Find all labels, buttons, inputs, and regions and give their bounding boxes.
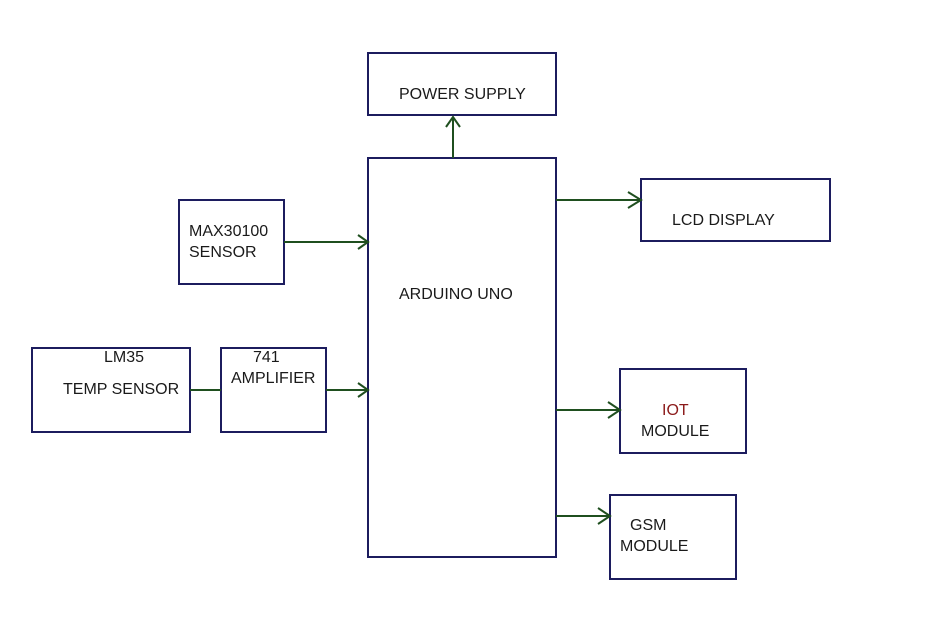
lcd-display-block: LCD DISPLAY [640, 178, 831, 242]
arduino-uno-block: ARDUINO UNO [367, 157, 557, 558]
connector-max30100-to-arduino [284, 234, 370, 250]
lm35-label-line1: LM35 [104, 349, 144, 366]
gsm-module-block: GSM MODULE [609, 494, 737, 580]
gsm-label-line2: MODULE [620, 538, 688, 555]
connector-amplifier-to-arduino [326, 382, 370, 398]
amplifier-block: 741 AMPLIFIER [220, 347, 327, 433]
arrowhead-right-icon [357, 382, 370, 398]
connector-arduino-to-iot [556, 401, 622, 419]
max30100-label-line2: SENSOR [189, 244, 257, 261]
iot-label-line2: MODULE [641, 423, 709, 440]
amplifier-label-line1: 741 [253, 349, 280, 366]
connector-arduino-to-gsm [556, 507, 612, 525]
lm35-label-line2: TEMP SENSOR [63, 381, 179, 398]
arrowhead-right-icon [357, 234, 370, 250]
iot-label-line1: IOT [662, 402, 689, 419]
arrowhead-up-icon [445, 115, 461, 128]
max30100-sensor-block: MAX30100 SENSOR [178, 199, 285, 285]
max30100-label-line1: MAX30100 [189, 223, 268, 240]
amplifier-label-line2: AMPLIFIER [231, 370, 315, 387]
power-supply-block: POWER SUPPLY [367, 52, 557, 116]
arduino-uno-label: ARDUINO UNO [399, 286, 513, 303]
arrowhead-right-icon [607, 401, 622, 419]
lm35-temp-sensor-block: LM35 TEMP SENSOR [31, 347, 191, 433]
power-supply-label: POWER SUPPLY [399, 86, 526, 103]
lcd-display-label: LCD DISPLAY [672, 212, 775, 229]
connector-arduino-to-power-supply [445, 115, 461, 158]
gsm-label-line1: GSM [630, 517, 666, 534]
connector-arduino-to-lcd [556, 191, 643, 209]
arrowhead-right-icon [597, 507, 612, 525]
iot-module-block: IOT MODULE [619, 368, 747, 454]
arrowhead-right-icon [627, 191, 643, 209]
